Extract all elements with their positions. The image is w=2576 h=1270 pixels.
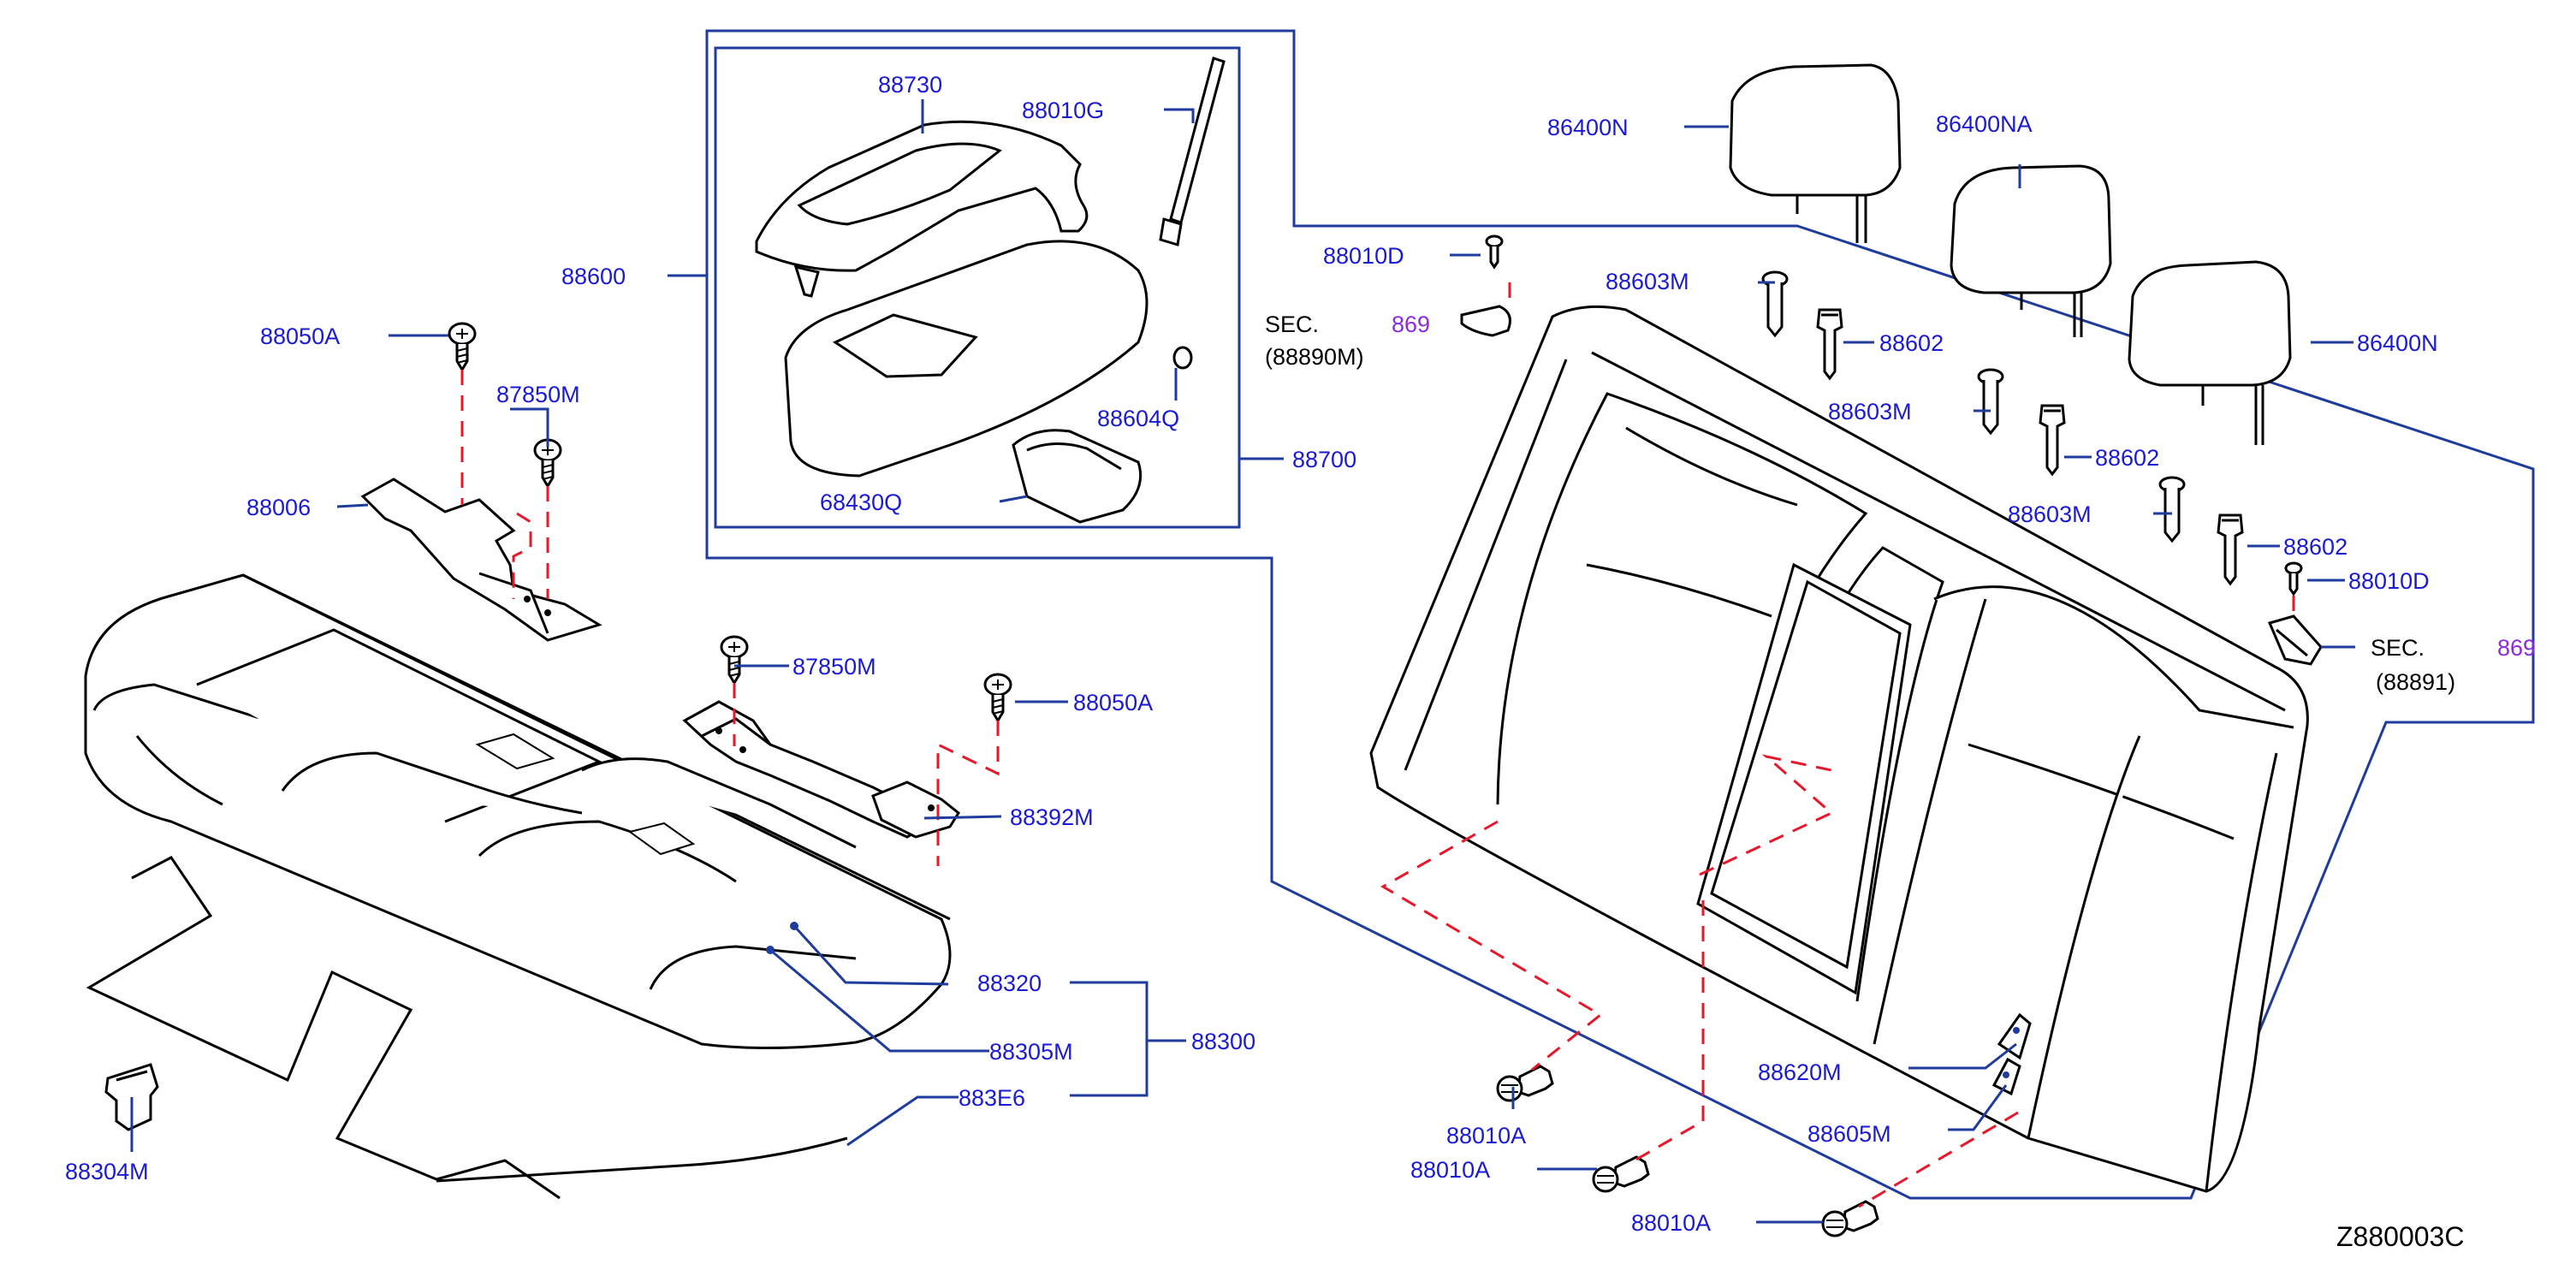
- seat-cushion: [84, 573, 952, 1050]
- hook-icon-88602-3: [2217, 513, 2244, 585]
- label-88602-3: 88602: [2283, 534, 2347, 560]
- label-88300: 88300: [1191, 1029, 1255, 1054]
- label-88730: 88730: [878, 72, 942, 98]
- label-87850M-mid: 87850M: [792, 654, 876, 680]
- bracket-small: [871, 780, 960, 839]
- label-88304M: 88304M: [65, 1159, 149, 1184]
- leader-lines: [130, 99, 2355, 1224]
- diagram-id: Z880003C: [2336, 1221, 2464, 1252]
- label-88392M: 88392M: [1010, 804, 1094, 830]
- label-88010D-right: 88010D: [2348, 568, 2430, 594]
- sec-ref-top-prefix: SEC.: [1265, 312, 1319, 337]
- label-88050A-left: 88050A: [260, 323, 340, 349]
- label-88700: 88700: [1292, 447, 1356, 472]
- headrest-right: [2128, 260, 2292, 445]
- label-86400N-right: 86400N: [2357, 330, 2438, 356]
- label-88605M: 88605M: [1807, 1121, 1891, 1147]
- screw-icon-87850M-mid: [720, 635, 749, 685]
- retainer-icon-sec-top: [1460, 305, 1511, 337]
- clip-icon-88010A-2: [1592, 1155, 1650, 1193]
- label-88010A-1: 88010A: [1446, 1123, 1526, 1148]
- seat-back: [1369, 305, 2309, 1193]
- screw-icon-88010D-right: [2284, 561, 2303, 596]
- bracket-upper: [360, 478, 602, 642]
- seat-cushion-pads: [475, 733, 696, 856]
- label-88010D-top: 88010D: [1323, 243, 1404, 269]
- armrest-body: [784, 240, 1149, 478]
- hook-icon-88602-2: [2039, 404, 2066, 476]
- screw-icon-88050A-left: [448, 322, 477, 371]
- label-88010G: 88010G: [1022, 98, 1104, 123]
- sec-ref-right-sub: (88891): [2376, 669, 2455, 695]
- armrest-lid: [755, 120, 1089, 298]
- screw-icon-87850M-top: [533, 438, 562, 488]
- bracket-icon-88620M: [1991, 1012, 2032, 1096]
- label-88602-1: 88602: [1879, 330, 1944, 356]
- label-86400N-top: 86400N: [1547, 115, 1629, 140]
- label-88010A-3: 88010A: [1631, 1210, 1711, 1236]
- clip-icon-88010A-1: [1496, 1065, 1554, 1102]
- pin-icon-88603M-2: [1977, 368, 2004, 435]
- label-87850M-top: 87850M: [496, 382, 580, 407]
- hook-icon-88602-1: [1816, 308, 1843, 380]
- small-clip: [1172, 346, 1193, 370]
- label-88006: 88006: [246, 495, 311, 520]
- label-88050A-right: 88050A: [1073, 690, 1153, 715]
- label-88010A-2: 88010A: [1410, 1157, 1490, 1183]
- label-883E6: 883E6: [959, 1085, 1025, 1111]
- label-88604Q: 88604Q: [1097, 406, 1179, 431]
- cup-holder: [1012, 429, 1143, 524]
- label-88320: 88320: [977, 970, 1042, 996]
- sec-ref-right-number: 869: [2497, 635, 2536, 661]
- pin-icon-88603M-3: [2158, 476, 2186, 543]
- screw-icon-88050A-right: [983, 673, 1012, 722]
- strap: [1159, 56, 1226, 246]
- sec-ref-right-prefix: SEC.: [2371, 635, 2425, 661]
- assembly-lines: [460, 282, 2295, 1208]
- label-88603M-2: 88603M: [1828, 399, 1912, 424]
- label-88305M: 88305M: [989, 1039, 1073, 1065]
- frame-lines: [705, 29, 2535, 1200]
- label-86400NA: 86400NA: [1936, 111, 2033, 137]
- clip-icon-88010A-3: [1821, 1200, 1879, 1237]
- sec-ref-top-number: 869: [1392, 312, 1430, 337]
- retainer-icon-sec-right: [2267, 614, 2323, 666]
- label-68430Q: 68430Q: [820, 490, 902, 515]
- label-88603M-1: 88603M: [1606, 269, 1689, 294]
- label-88600: 88600: [561, 264, 626, 289]
- headrest-center: [1950, 164, 2112, 337]
- sec-ref-top-sub: (88890M): [1265, 344, 1364, 370]
- label-88602-2: 88602: [2095, 445, 2159, 471]
- seat-mat: [86, 856, 848, 1200]
- label-88620M: 88620M: [1758, 1059, 1842, 1085]
- screw-icon-88010D-top: [1485, 234, 1504, 269]
- headrest-left: [1729, 63, 1902, 243]
- label-88603M-3: 88603M: [2008, 501, 2092, 527]
